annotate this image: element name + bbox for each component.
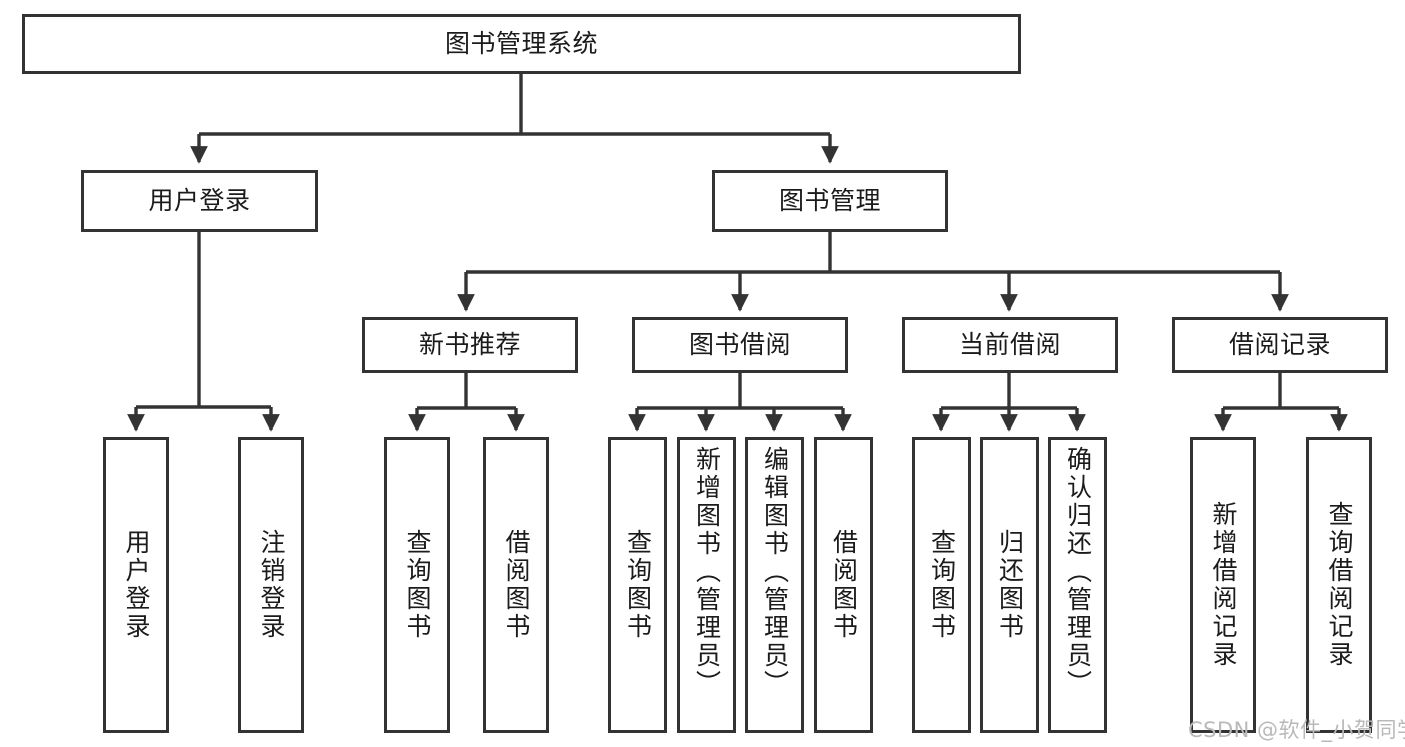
node-leaf-query-book-3[interactable]: 查询图书	[912, 437, 971, 733]
node-leaf-logout[interactable]: 注销登录	[238, 437, 304, 733]
node-root[interactable]: 图书管理系统	[22, 14, 1021, 74]
node-leaf-edit-book[interactable]: 编辑图书（管理员）	[745, 437, 804, 733]
node-leaf-return-book-label: 归还图书	[995, 529, 1025, 641]
node-leaf-edit-book-label: 编辑图书（管理员）	[760, 446, 790, 698]
node-leaf-query-book-1-label: 查询图书	[403, 529, 432, 641]
node-new-book-recommend-label: 新书推荐	[418, 330, 521, 359]
node-book-management[interactable]: 图书管理	[712, 170, 948, 232]
node-leaf-borrow-book-2[interactable]: 借阅图书	[814, 437, 873, 733]
node-book-borrow[interactable]: 图书借阅	[632, 317, 848, 373]
node-leaf-borrow-book-1[interactable]: 借阅图书	[483, 437, 549, 733]
node-current-borrow-label: 当前借阅	[958, 330, 1061, 359]
node-user-login[interactable]: 用户登录	[81, 170, 318, 232]
node-book-management-label: 图书管理	[778, 186, 881, 215]
node-leaf-confirm-return[interactable]: 确认归还（管理员）	[1048, 437, 1107, 733]
node-borrow-record[interactable]: 借阅记录	[1172, 317, 1388, 373]
node-new-book-recommend[interactable]: 新书推荐	[362, 317, 578, 373]
node-leaf-query-book-1[interactable]: 查询图书	[384, 437, 450, 733]
node-leaf-add-record-label: 新增借阅记录	[1209, 501, 1238, 669]
node-leaf-query-book-2-label: 查询图书	[623, 529, 653, 641]
node-leaf-add-book-label: 新增图书（管理员）	[692, 446, 722, 698]
node-leaf-query-record[interactable]: 查询借阅记录	[1306, 437, 1372, 733]
node-leaf-confirm-return-label: 确认归还（管理员）	[1063, 446, 1093, 698]
node-leaf-logout-label: 注销登录	[257, 529, 286, 641]
node-root-label: 图书管理系统	[444, 29, 598, 58]
node-book-borrow-label: 图书借阅	[688, 330, 791, 359]
node-leaf-add-book[interactable]: 新增图书（管理员）	[677, 437, 736, 733]
node-leaf-user-login-label: 用户登录	[122, 529, 151, 641]
node-user-login-label: 用户登录	[148, 186, 251, 215]
node-leaf-return-book[interactable]: 归还图书	[980, 437, 1039, 733]
watermark: CSDN @软件_小贺同学	[1188, 718, 1405, 742]
node-leaf-borrow-book-1-label: 借阅图书	[502, 529, 531, 641]
node-leaf-add-record[interactable]: 新增借阅记录	[1190, 437, 1256, 733]
node-leaf-user-login[interactable]: 用户登录	[103, 437, 169, 733]
node-leaf-query-record-label: 查询借阅记录	[1325, 501, 1354, 669]
node-leaf-borrow-book-2-label: 借阅图书	[829, 529, 859, 641]
node-current-borrow[interactable]: 当前借阅	[902, 317, 1118, 373]
node-leaf-query-book-3-label: 查询图书	[927, 529, 957, 641]
node-leaf-query-book-2[interactable]: 查询图书	[608, 437, 667, 733]
node-borrow-record-label: 借阅记录	[1228, 330, 1331, 359]
